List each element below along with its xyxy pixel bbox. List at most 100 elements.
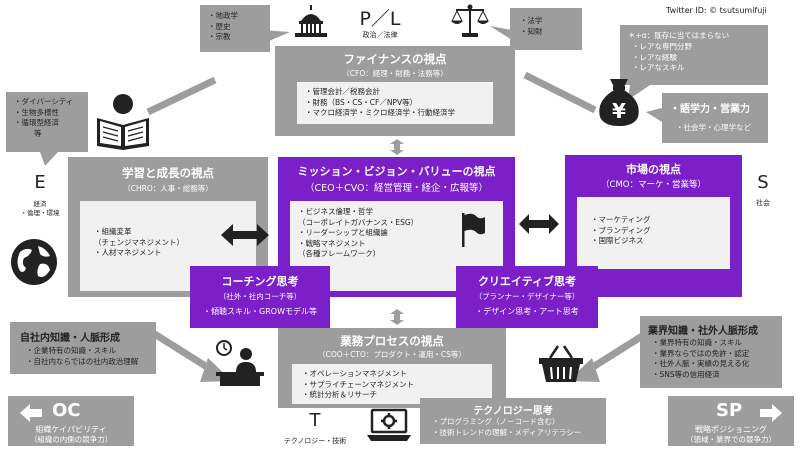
process-item: ・サプライチェーンマネジメント [302, 379, 415, 389]
mission-item: ・ビジネス倫理・哲学 [298, 207, 373, 216]
coaching-subtitle: （社外・社内コーチ等） [218, 292, 302, 301]
market-panel: ・マーケティング ・ブランディング ・国際ビジネス [577, 197, 730, 269]
creative-title: クリエイティブ思考 [477, 275, 577, 288]
market-subtitle: （CMO：マーケ・営業等） [601, 180, 706, 190]
bubble-heading: 業界知識・社外人脈形成 [648, 326, 758, 337]
process-title: 業務プロセスの視点 [340, 334, 444, 348]
e-letter: E [34, 172, 46, 193]
learning-item: ・組織変革 [94, 227, 132, 236]
mission-subtitle: （CEO＋CVO：経営管理・経企・広報等） [304, 183, 489, 194]
yen-bag-icon: ¥ [599, 79, 639, 126]
arrow-right-icon [760, 404, 782, 422]
bubble-item: ・宗教 [208, 32, 231, 41]
t-caption: テクノロジー・技術 [283, 437, 347, 445]
process-box: 業務プロセスの視点 （COO＋CTO：プロダクト・運用・CS等） ・オペレーショ… [278, 328, 506, 408]
oc-badge: OC 組織ケイパビリティ （組織の内側の競争力） [8, 396, 134, 446]
sp-badge: SP 戦略ポジショニング （領域・業界での競争力） [668, 396, 794, 446]
coaching-title: コーチング思考 [221, 275, 299, 288]
market-item: ・マーケティング [591, 215, 651, 224]
bubble-heading: 自社内知識・人脈形成 [20, 333, 120, 344]
creative-subtitle: （プランナー・デザイナー等） [474, 292, 580, 301]
globe-icon [11, 239, 57, 285]
flag-icon [462, 213, 485, 247]
process-panel: ・オペレーションマネジメント ・サプライチェーンマネジメント ・統計分析＆リサー… [292, 364, 492, 404]
bubble-item: ・知財 [520, 26, 543, 36]
creative-box: クリエイティブ思考 （プランナー・デザイナー等） ・デザイン思考・アート思考 [456, 266, 598, 328]
market-item: ・国際ビジネス [591, 236, 644, 245]
oc-line1: 組織ケイパビリティ [35, 425, 107, 434]
pl-letters: P／L [359, 8, 401, 30]
creative-item: ・デザイン思考・アート思考 [475, 307, 579, 316]
capitol-icon [295, 5, 327, 37]
bubble-item: ・ダイバーシティ [14, 97, 74, 106]
e-caption: 経済 ・倫理・環境 [20, 200, 60, 217]
bubble-item: ・業界特有の知識・スキル [652, 338, 742, 347]
credit-text: Twitter ID: © tsutsumifuji [666, 6, 767, 15]
vertical-arrow-icon [390, 139, 404, 155]
bubble-heading: ・語学力・営業力 [670, 104, 750, 115]
basket-icon [539, 345, 583, 382]
bubble-item: ・技術トレンドの理解・メディアリテラシー [432, 427, 582, 437]
mission-title: ミッション・ビジョン・バリューの視点 [297, 165, 496, 178]
market-item: ・ブランディング [591, 225, 651, 235]
learning-item: （チェンジマネジメント） [94, 237, 184, 247]
svg-text:¥: ¥ [612, 99, 626, 123]
bubble-heading: テクノロジー思考 [473, 406, 553, 417]
bubble-item: ・プログラミング（ノーコード含む） [432, 417, 560, 426]
bubble-item: 等 [34, 128, 42, 138]
presenter-icon [216, 340, 264, 386]
coaching-item: ・傾聴スキル・GROWモデル等 [203, 307, 317, 316]
industry-knowledge-bubble: 業界知識・社外人脈形成 ・業界特有の知識・スキル ・業界ならではの免許・認定 ・… [640, 316, 782, 388]
laptop-gear-icon [367, 408, 411, 441]
pl-caption: 政治／法律 [362, 31, 398, 39]
t-letter: T [309, 410, 321, 431]
tech-thinking-bubble: テクノロジー思考 ・プログラミング（ノーコード含む） ・技術トレンドの理解・メデ… [420, 398, 606, 444]
vertical-arrow-icon [390, 309, 404, 325]
bubble-item: ・業界ならではの免許・認定 [652, 348, 750, 358]
finance-panel: ・管理会計／税務会計 ・財務（BS・CS・CF／NPV等） ・マクロ経済学・ミク… [297, 82, 493, 124]
rare-skills-bubble: ＊+α：既存に当てはまらない ・レアな専門分野 ・レアな経験 ・レアなスキル [620, 25, 768, 85]
bubble-item: ・社外人脈・実績の見える化 [652, 359, 750, 368]
oc-abbr: OC [52, 400, 81, 421]
reader-icon [97, 94, 149, 150]
bubble-item: ・地政学 [208, 11, 238, 20]
finance-item: ・管理会計／税務会計 [305, 87, 380, 96]
market-title: 市場の視点 [626, 163, 681, 176]
internal-knowledge-bubble: 自社内知識・人脈形成 ・企業特有の知識・スキル ・自社内ならではの社内政治理解 [10, 322, 156, 374]
finance-item: ・マクロ経済学・ミクロ経済学・行動経済学 [305, 108, 455, 117]
double-arrow-icon [221, 224, 269, 246]
bubble-item: ・生物多様性 [14, 107, 59, 117]
finance-box: ファイナンスの視点 （CFO：経理・財務・法務等） ・管理会計／税務会計 ・財務… [275, 46, 515, 136]
bubble-item: ・企業特有の知識・スキル [26, 346, 116, 355]
bubble-item: ・レアな経験 [632, 52, 677, 62]
s-letter: S [757, 172, 769, 193]
finance-title: ファイナンスの視点 [343, 52, 447, 66]
learning-item: ・人材マネジメント [94, 248, 162, 257]
mission-item: ・戦略マネジメント [298, 238, 366, 248]
scales-icon [451, 4, 489, 37]
law-ip-bubble: ・法学 ・知財 [510, 8, 582, 50]
oc-line2: （組織の内側の競争力） [29, 435, 113, 444]
process-item: ・統計分析＆リサーチ [302, 390, 377, 399]
s-caption: 社会 [756, 199, 770, 207]
sp-line1: 戦略ポジショニング [695, 425, 767, 434]
bubble-item: ・法学 [520, 16, 543, 25]
sp-line2: （領域・業界での競争力） [686, 435, 776, 444]
bubble-item: ・自社内ならではの社内政治理解 [26, 356, 139, 366]
sp-abbr: SP [716, 400, 743, 421]
bubble-item: ・社会学・心理学など [676, 123, 751, 132]
mission-item: （各種フレームワーク） [298, 249, 381, 258]
diversity-bubble: ・ダイバーシティ ・生物多様性 ・循環型経済 等 [6, 92, 88, 152]
market-box: 市場の視点 （CMO：マーケ・営業等） ・マーケティング ・ブランディング ・国… [565, 155, 742, 297]
geo-history-bubble: ・地政学 ・歴史 ・宗教 [200, 5, 270, 52]
bubble-item: ・SNS等の信用経済 [652, 369, 720, 379]
finance-subtitle: （CFO：経理・財務・法務等） [342, 69, 448, 78]
coaching-box: コーチング思考 （社外・社内コーチ等） ・傾聴スキル・GROWモデル等 [190, 266, 330, 328]
language-sales-bubble: ・語学力・営業力 ・社会学・心理学など [662, 93, 768, 143]
double-arrow-icon [519, 214, 559, 234]
